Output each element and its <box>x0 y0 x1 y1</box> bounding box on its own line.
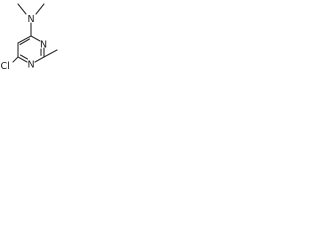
bond-nme-left <box>17 3 27 15</box>
bond-nme-right <box>35 3 45 15</box>
bond-n1-c2 <box>34 56 45 63</box>
bond-c6-n1-double <box>19 54 29 60</box>
structure-canvas: N N N Cl <box>0 0 84 79</box>
ring-nitrogen-bottom-label: N <box>28 60 35 71</box>
bond-c2-methyl <box>43 49 58 58</box>
ring-nitrogen-top-label: N <box>40 40 47 51</box>
bond-c4-c5-double <box>19 38 31 46</box>
molecule-diagram: N N N Cl <box>1 3 58 72</box>
amine-nitrogen-label: N <box>28 14 35 25</box>
chlorine-label: Cl <box>1 61 10 72</box>
bond-c6-n1 <box>17 56 28 63</box>
bond-c6-cl <box>12 56 19 63</box>
bond-n3-c4 <box>30 35 41 42</box>
bond-c4-c5 <box>17 35 32 44</box>
